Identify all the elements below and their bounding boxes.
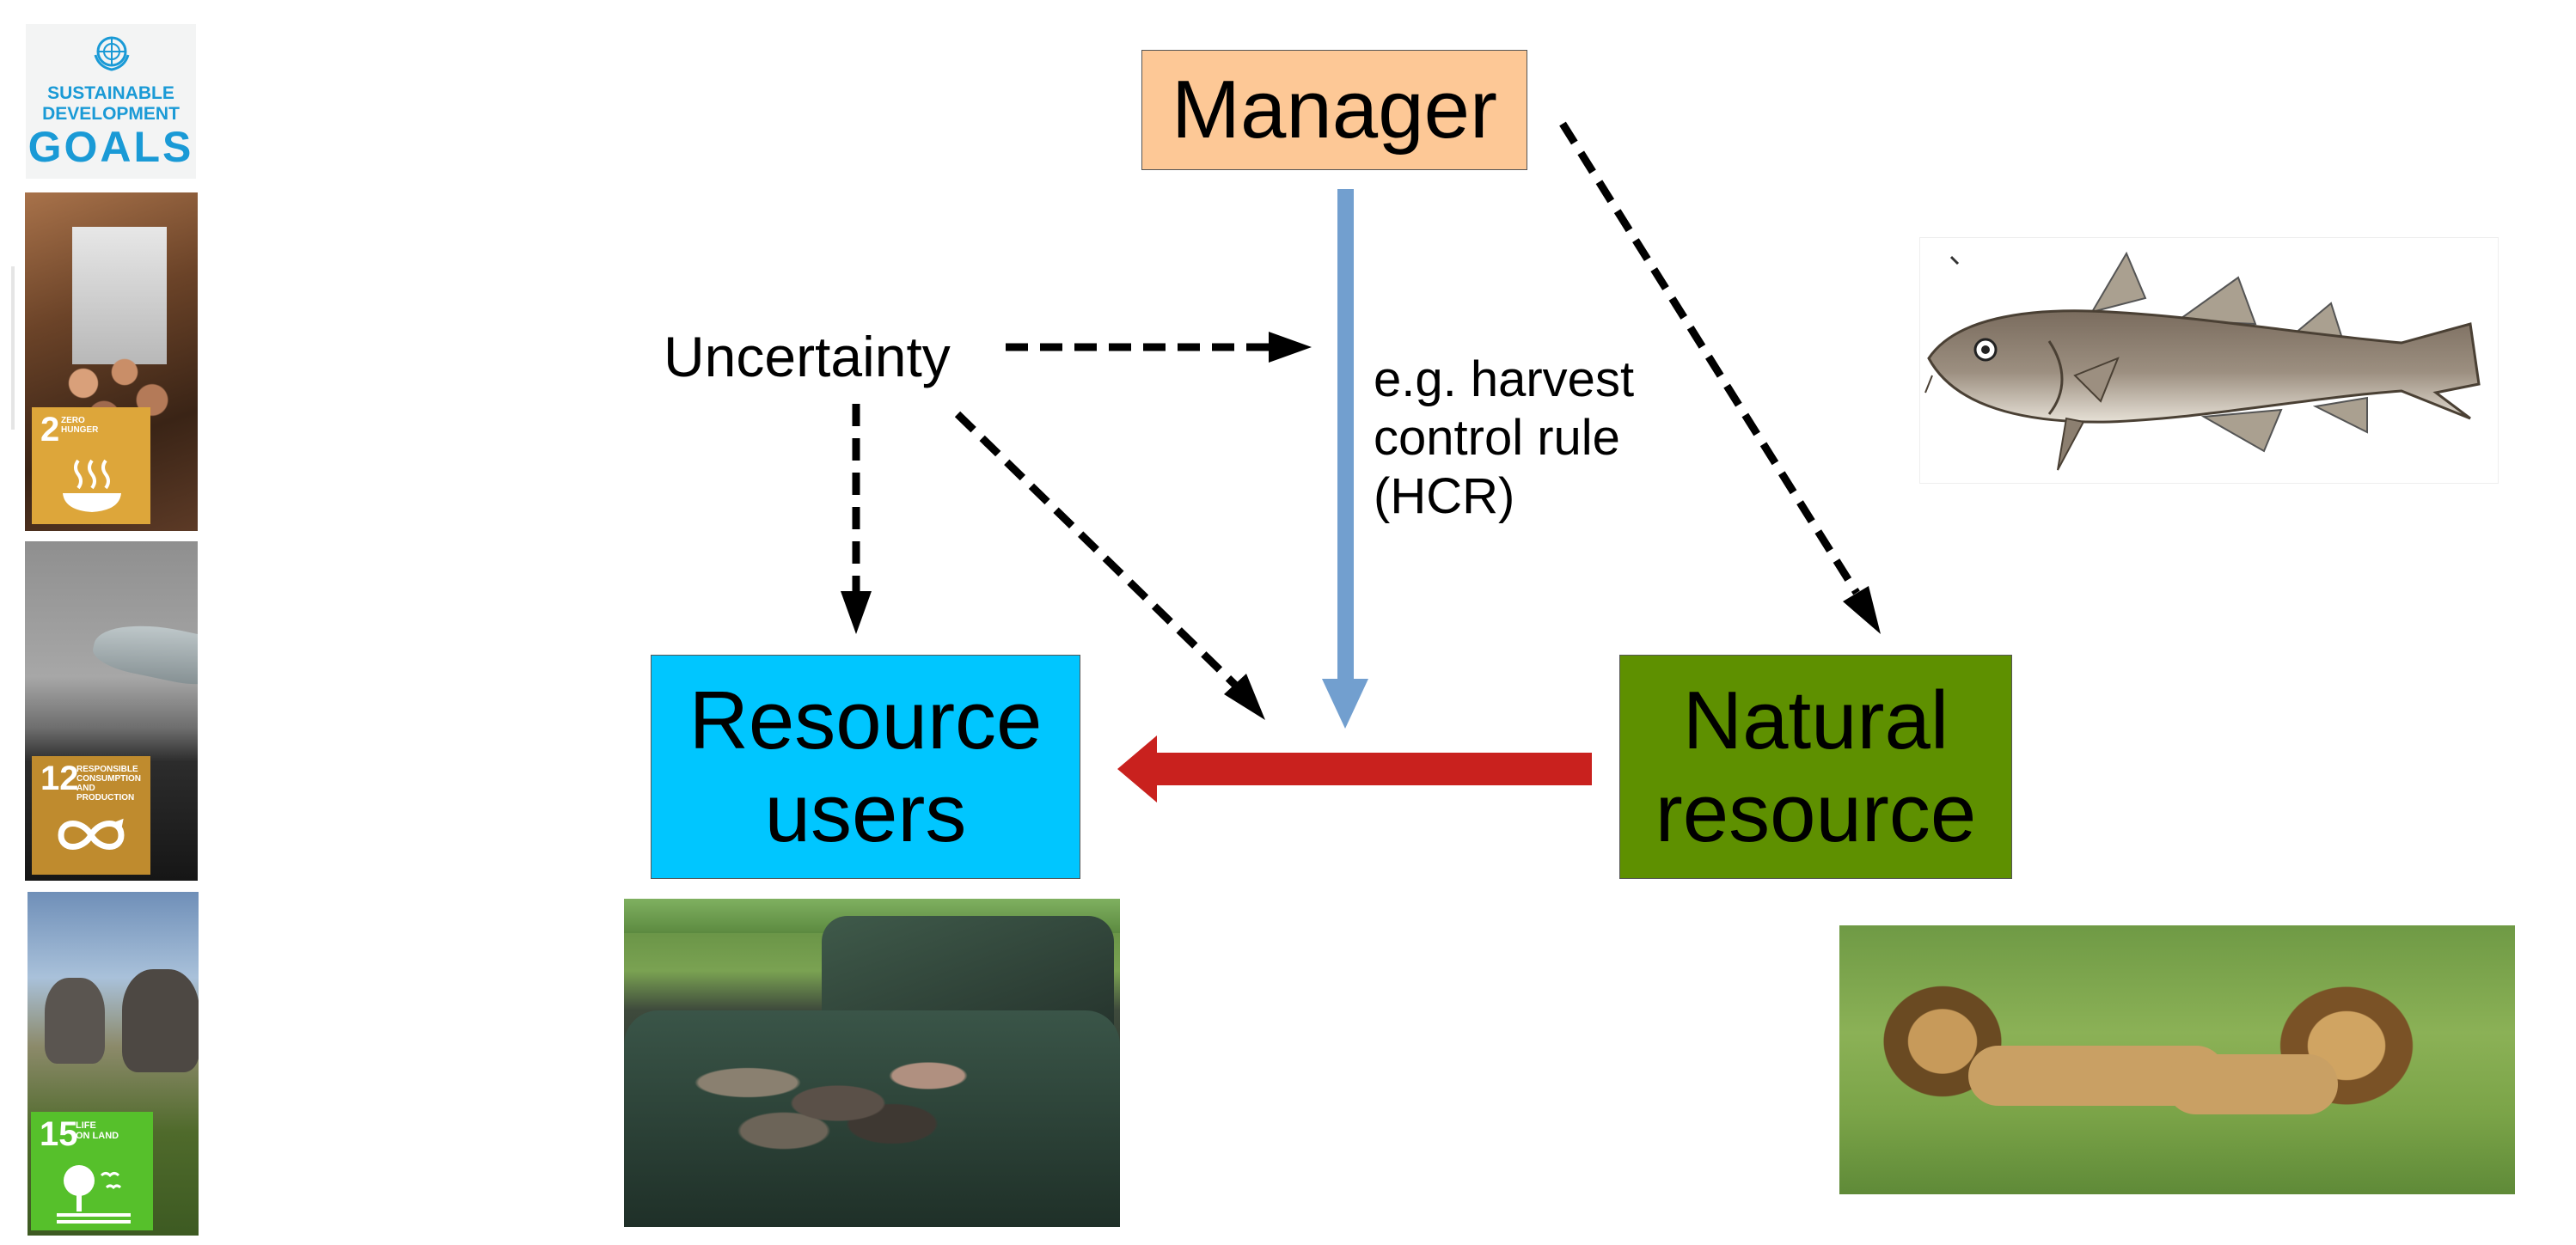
sdg-number: 15	[40, 1115, 78, 1153]
sdg-number: 2	[40, 411, 60, 449]
hcr-label-line2: control rule	[1374, 410, 1620, 466]
scrollbar-fragment	[11, 266, 15, 430]
harvested-birds-photo	[624, 899, 1120, 1227]
tree-icon	[57, 1165, 131, 1224]
cod-fish-icon	[1924, 251, 2481, 471]
natural-resource-line2: resource	[1655, 766, 1977, 859]
sdg-logo-line3: GOALS	[28, 123, 194, 171]
lions-photo	[1839, 925, 2515, 1194]
bowl-icon	[63, 459, 121, 512]
sdg-logo: SUSTAINABLE DEVELOPMENT GOALS	[26, 24, 196, 179]
sdg-tile-zero-hunger: 2 ZERO HUNGER	[32, 407, 150, 524]
beached-whale-photo: 12 RESPONSIBLE CONSUMPTION AND PRODUCTIO…	[25, 541, 198, 881]
fish-illustration	[1919, 237, 2499, 484]
sdg-logo-line1: SUSTAINABLE	[47, 83, 174, 103]
manager-node: Manager	[1141, 50, 1527, 170]
hungry-children-photo: 2 ZERO HUNGER	[25, 192, 198, 531]
uncertainty-to-users-arrow	[841, 404, 872, 634]
resource-users-line2: users	[764, 766, 967, 859]
resource-users-node: Resource users	[651, 655, 1080, 879]
infinity-icon	[58, 818, 125, 850]
un-emblem-icon	[94, 36, 130, 71]
hcr-label-line1: e.g. harvest	[1374, 351, 1635, 407]
sdg-title: ZERO HUNGER	[61, 416, 99, 435]
sdg-tile-life-on-land: 15 LIFE ON LAND	[31, 1112, 153, 1230]
hcr-label-line3: (HCR)	[1374, 468, 1515, 524]
hcr-arrow	[1322, 189, 1368, 729]
manager-to-resource-arrow	[1559, 121, 1881, 634]
manager-label: Manager	[1172, 64, 1497, 156]
uncertainty-label: Uncertainty	[664, 325, 951, 388]
sdg-title: RESPONSIBLE CONSUMPTION AND PRODUCTION	[76, 765, 141, 803]
sdg-tile-responsible-consumption: 12 RESPONSIBLE CONSUMPTION AND PRODUCTIO…	[32, 756, 150, 875]
sdg-number: 12	[40, 760, 79, 797]
resource-users-line1: Resource	[688, 674, 1043, 766]
uncertainty-to-hcr-arrow	[1006, 332, 1312, 363]
sdg-logo-line2: DEVELOPMENT	[42, 104, 180, 124]
uncertainty-to-harvest-arrow	[954, 411, 1265, 720]
harvest-arrow	[1117, 735, 1592, 803]
elephants-photo: 15 LIFE ON LAND	[28, 892, 199, 1236]
sdg-title: LIFE ON LAND	[76, 1120, 119, 1141]
natural-resource-node: Natural resource	[1619, 655, 2012, 879]
natural-resource-line1: Natural	[1682, 674, 1949, 766]
